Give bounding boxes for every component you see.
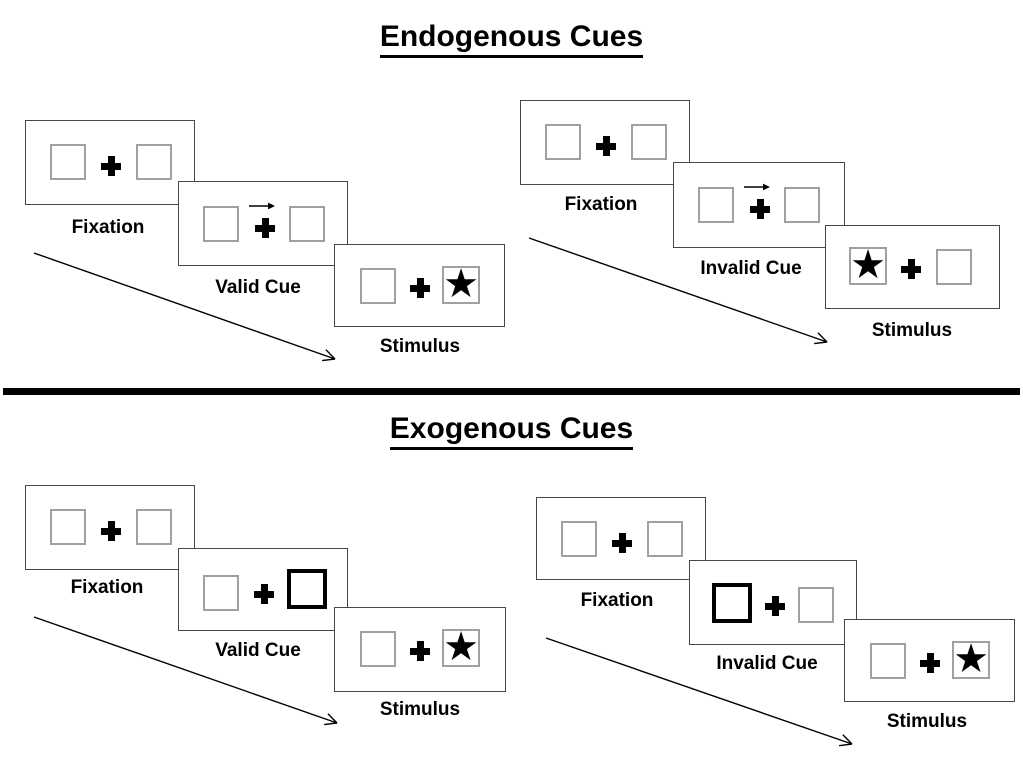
step-label: Fixation bbox=[580, 590, 654, 611]
section-title-exogenous: Exogenous Cues bbox=[0, 412, 1023, 450]
fixation-cross-icon bbox=[920, 653, 940, 673]
fixation-panel bbox=[25, 485, 195, 570]
step-label: Stimulus bbox=[379, 336, 461, 357]
step-label: Fixation bbox=[564, 194, 638, 215]
fixation-cross-icon bbox=[101, 156, 121, 176]
section-title-text: Endogenous Cues bbox=[379, 20, 644, 58]
star-stimulus-icon: ★ bbox=[443, 623, 479, 670]
stimulus-panel: ★ bbox=[334, 244, 505, 327]
step-label: Fixation bbox=[70, 577, 144, 598]
stimulus-square: ★ bbox=[442, 260, 480, 307]
step-label: Valid Cue bbox=[215, 640, 301, 661]
stimulus-panel: ★ bbox=[334, 607, 506, 692]
star-stimulus-icon: ★ bbox=[850, 241, 886, 288]
placeholder-square bbox=[360, 268, 396, 304]
cue-panel bbox=[178, 181, 348, 266]
fixation-panel bbox=[536, 497, 706, 580]
fixation-panel bbox=[25, 120, 195, 205]
placeholder-square bbox=[647, 521, 683, 557]
star-stimulus-icon: ★ bbox=[953, 635, 989, 682]
step-label: Invalid Cue bbox=[700, 258, 802, 279]
step-label: Stimulus bbox=[379, 699, 461, 720]
placeholder-square bbox=[50, 144, 86, 180]
stimulus-square: ★ bbox=[849, 241, 887, 288]
placeholder-square bbox=[136, 509, 172, 545]
step-label: Fixation bbox=[71, 217, 145, 238]
cue-arrow-icon bbox=[744, 183, 770, 191]
step-label: Stimulus bbox=[886, 711, 968, 732]
stimulus-square: ★ bbox=[952, 635, 990, 682]
cue-panel bbox=[178, 548, 348, 631]
stimulus-panel: ★ bbox=[844, 619, 1015, 702]
placeholder-square bbox=[631, 124, 667, 160]
fixation-cross-icon bbox=[765, 596, 785, 616]
fixation-cross-icon bbox=[901, 259, 921, 279]
fixation-cross-icon bbox=[410, 641, 430, 661]
placeholder-square bbox=[136, 144, 172, 180]
fixation-cross-icon bbox=[410, 278, 430, 298]
step-label: Valid Cue bbox=[215, 277, 301, 298]
fixation-cross-icon bbox=[254, 584, 274, 604]
fixation-cross-icon bbox=[596, 136, 616, 156]
timeline-arrow bbox=[545, 637, 853, 747]
section-title-text: Exogenous Cues bbox=[389, 412, 634, 450]
cue-panel bbox=[673, 162, 845, 248]
placeholder-square bbox=[561, 521, 597, 557]
fixation-cross-icon bbox=[101, 521, 121, 541]
placeholder-square bbox=[798, 587, 834, 623]
placeholder-square bbox=[360, 631, 396, 667]
fixation-cross-icon bbox=[612, 533, 632, 553]
highlighted-cue-square bbox=[287, 569, 327, 609]
placeholder-square bbox=[545, 124, 581, 160]
placeholder-square bbox=[203, 575, 239, 611]
placeholder-square bbox=[289, 206, 325, 242]
step-label: Stimulus bbox=[871, 320, 953, 341]
section-title-endogenous: Endogenous Cues bbox=[0, 20, 1023, 58]
cue-arrow-icon bbox=[249, 202, 275, 210]
stimulus-panel: ★ bbox=[825, 225, 1000, 309]
step-label: Invalid Cue bbox=[716, 653, 818, 674]
placeholder-square bbox=[50, 509, 86, 545]
cue-panel bbox=[689, 560, 857, 645]
placeholder-square bbox=[870, 643, 906, 679]
placeholder-square bbox=[936, 249, 972, 285]
placeholder-square bbox=[784, 187, 820, 223]
placeholder-square bbox=[698, 187, 734, 223]
stimulus-square: ★ bbox=[442, 623, 480, 670]
highlighted-cue-square bbox=[712, 583, 752, 623]
star-stimulus-icon: ★ bbox=[443, 260, 479, 307]
placeholder-square bbox=[203, 206, 239, 242]
fixation-cross-icon bbox=[255, 218, 275, 238]
section-divider bbox=[3, 388, 1020, 395]
fixation-panel bbox=[520, 100, 690, 185]
fixation-cross-icon bbox=[750, 199, 770, 219]
